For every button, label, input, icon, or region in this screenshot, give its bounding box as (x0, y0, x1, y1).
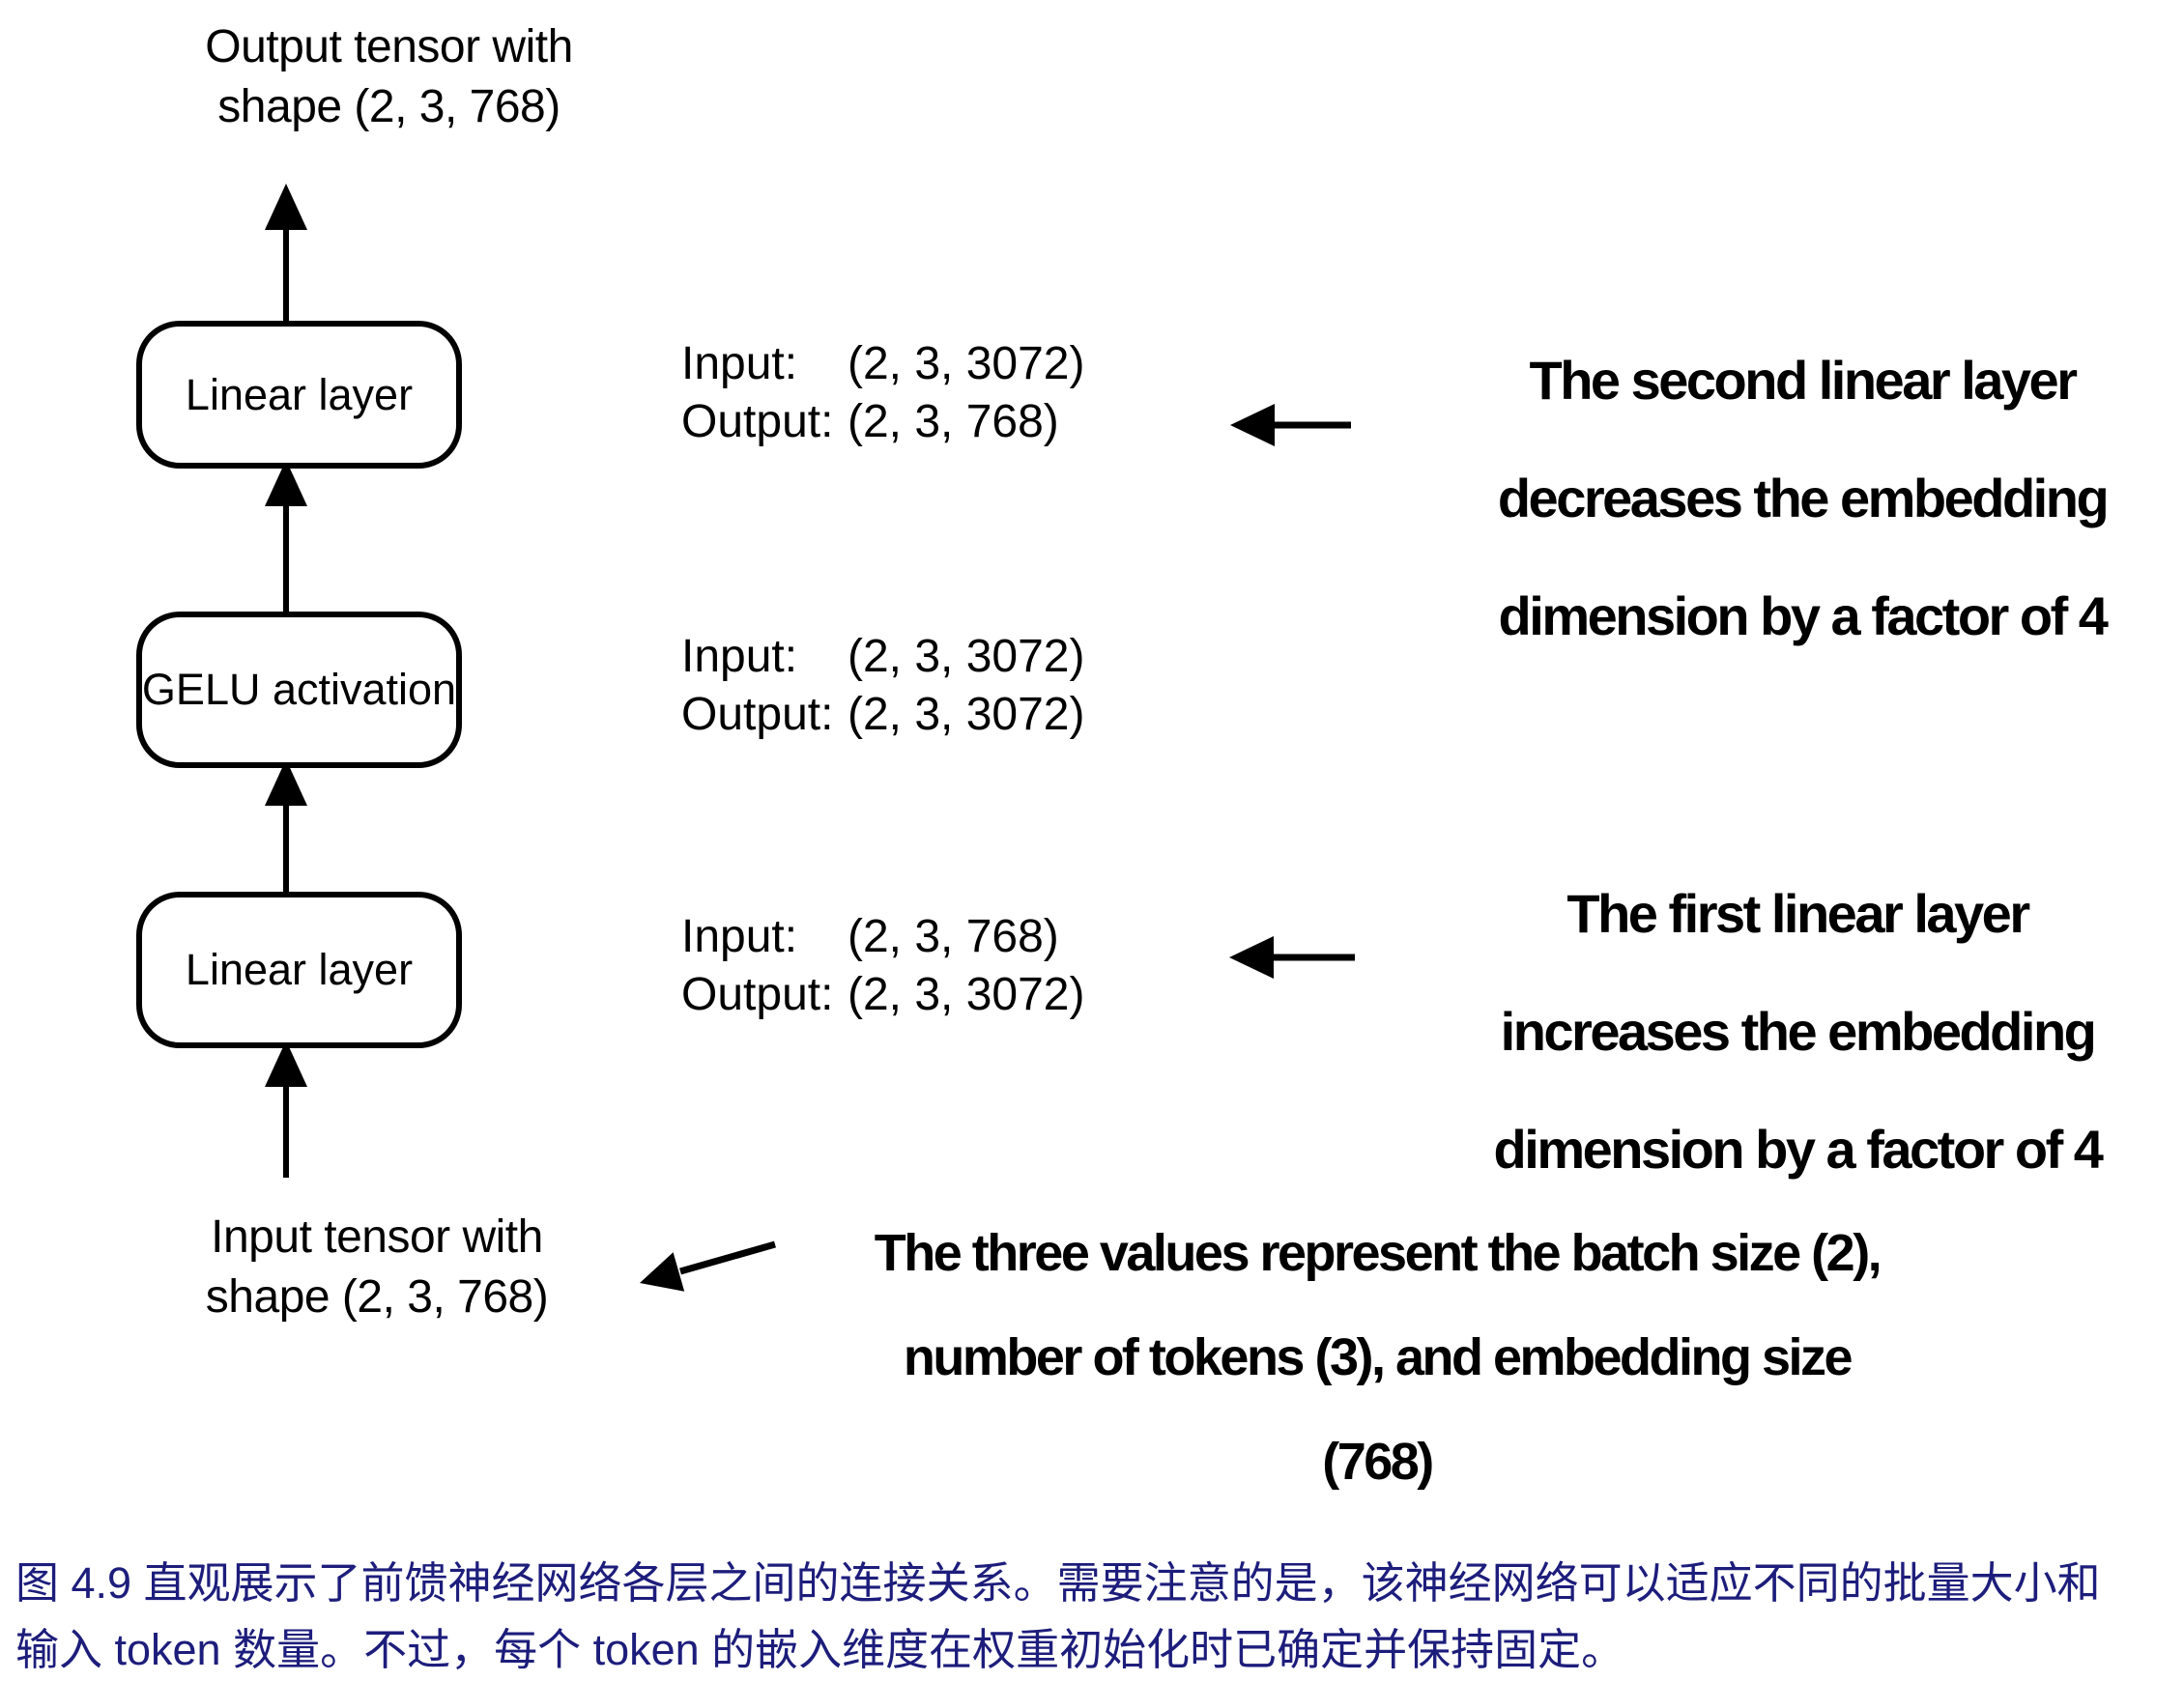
io-output-value: (2, 3, 3072) (848, 689, 1085, 740)
flow-arrow-up-icon (265, 460, 307, 613)
output-tensor-line1: Output tensor with (205, 21, 573, 72)
gelu-activation-box: GELU activation (136, 612, 462, 768)
caption-line2: 输入 token 数量。不过，每个 token 的嵌入维度在权重初始化时已确定并… (15, 1625, 1625, 1674)
io-line: Output: (2, 3, 3072) (681, 686, 1084, 744)
io-shapes-gelu: Input: (2, 3, 3072) Output: (2, 3, 3072) (681, 628, 1084, 744)
io-output-value: (2, 3, 768) (848, 396, 1059, 447)
gelu-activation-label: GELU activation (141, 665, 457, 714)
annotation-line: number of tokens (3), and embedding size (903, 1328, 1854, 1386)
annotation-line: decreases the embedding (1497, 468, 2110, 528)
annotation-line: dimension by a factor of 4 (1493, 1119, 2104, 1180)
io-line: Input: (2, 3, 3072) (681, 335, 1084, 393)
io-line: Output: (2, 3, 768) (681, 393, 1084, 451)
annotation-first-linear: The first linear layer increases the emb… (1445, 855, 2150, 1209)
annotation-second-linear: The second linear layer decreases the em… (1450, 322, 2155, 675)
io-shapes-linear-2: Input: (2, 3, 3072) Output: (2, 3, 768) (681, 335, 1084, 451)
annotation-line: The second linear layer (1529, 350, 2078, 411)
io-input-value: (2, 3, 3072) (848, 338, 1085, 389)
input-tensor-label: Input tensor with shape (2, 3, 768) (140, 1208, 614, 1327)
figure-caption: 图 4.9 直观展示了前馈神经网络各层之间的连接关系。需要注意的是，该神经网络可… (15, 1550, 2101, 1681)
annotation-line: (768) (1322, 1433, 1434, 1491)
annotation-line: The three values represent the batch siz… (874, 1224, 1882, 1282)
input-tensor-line1: Input tensor with (211, 1211, 543, 1263)
caption-line1: 图 4.9 直观展示了前馈神经网络各层之间的连接关系。需要注意的是，该神经网络可… (15, 1558, 2101, 1608)
io-line: Input: (2, 3, 3072) (681, 628, 1084, 686)
flow-arrow-up-icon (265, 759, 307, 893)
io-output-label: Output: (681, 396, 834, 447)
io-input-label: Input: (681, 631, 798, 682)
annotation-line: dimension by a factor of 4 (1498, 585, 2109, 646)
callout-arrow-left-icon (1229, 936, 1355, 979)
io-line: Input: (2, 3, 768) (681, 908, 1084, 966)
output-tensor-label: Output tensor with shape (2, 3, 768) (145, 17, 633, 137)
annotation-line: The first linear layer (1566, 883, 2030, 944)
io-input-label: Input: (681, 338, 798, 389)
io-output-label: Output: (681, 689, 834, 740)
callout-arrow-left-icon (1230, 404, 1351, 446)
io-input-label: Input: (681, 911, 798, 962)
input-tensor-line2: shape (2, 3, 768) (205, 1271, 549, 1323)
flow-arrow-up-icon (265, 184, 307, 323)
io-input-value: (2, 3, 768) (848, 911, 1059, 962)
linear-layer-2-box: Linear layer (136, 321, 462, 469)
flow-arrow-up-icon (265, 1040, 307, 1178)
io-line: Output: (2, 3, 3072) (681, 966, 1084, 1024)
linear-layer-1-label: Linear layer (185, 945, 414, 994)
linear-layer-1-box: Linear layer (136, 892, 462, 1048)
annotation-batch-tokens-embedding: The three values represent the batch siz… (802, 1201, 1952, 1514)
io-output-value: (2, 3, 3072) (848, 969, 1085, 1020)
linear-layer-2-label: Linear layer (185, 369, 414, 419)
annotation-line: increases the embedding (1500, 1001, 2097, 1062)
io-output-label: Output: (681, 969, 834, 1020)
callout-arrow-diagonal-icon (640, 1240, 776, 1292)
io-shapes-linear-1: Input: (2, 3, 768) Output: (2, 3, 3072) (681, 908, 1084, 1024)
io-input-value: (2, 3, 3072) (848, 631, 1085, 682)
output-tensor-line2: shape (2, 3, 768) (217, 81, 560, 132)
